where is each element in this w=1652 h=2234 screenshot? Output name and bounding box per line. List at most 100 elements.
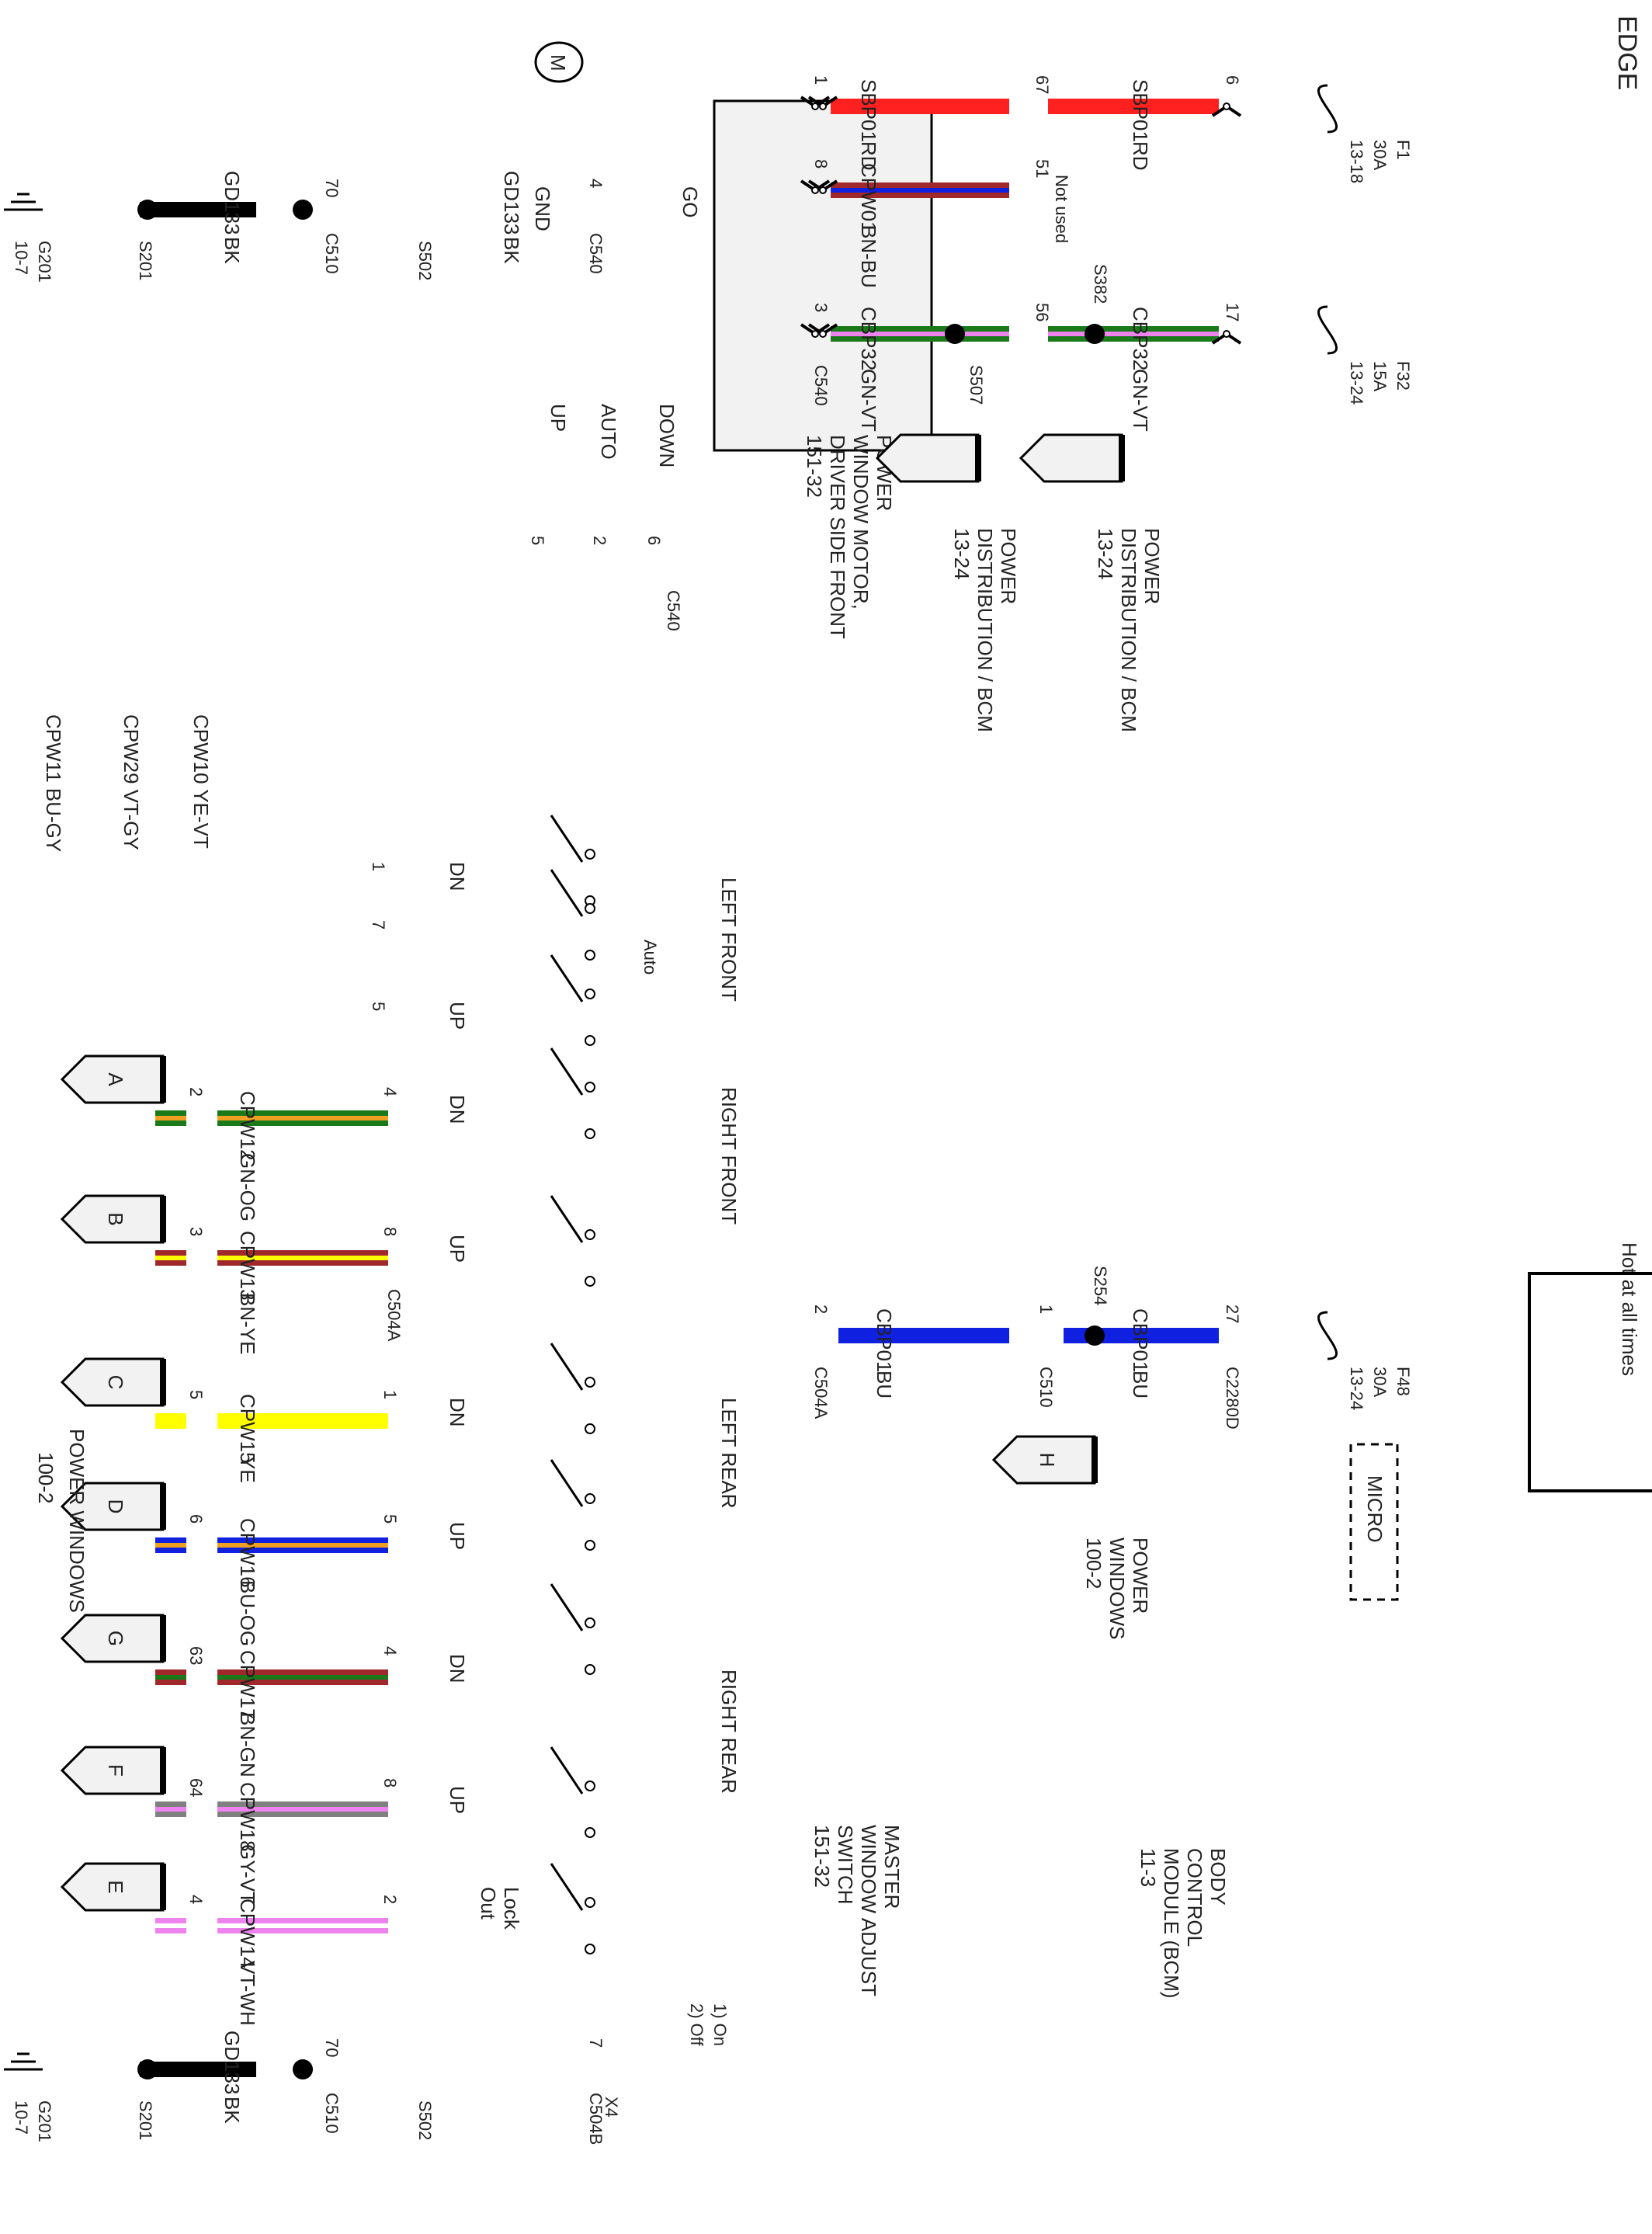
fuse-label: 13-24 xyxy=(1347,361,1366,405)
switch-icon xyxy=(585,1035,595,1046)
master-switch-name: SWITCH xyxy=(834,1825,857,1905)
wire-stub-stripe xyxy=(155,1807,186,1812)
switch-function-label: UP xyxy=(446,1522,469,1550)
circuit-label: CPW01 xyxy=(857,163,880,233)
circuit-label: CPW14 xyxy=(236,1899,259,1968)
switch-icon xyxy=(585,1128,595,1139)
fuse-label: F1 xyxy=(1393,140,1413,160)
fuse-label: 13-24 xyxy=(1347,1367,1366,1410)
bcm-name: BODY xyxy=(1206,1848,1230,1906)
fuse-icon xyxy=(1317,305,1338,355)
fuse-label: F32 xyxy=(1393,361,1413,391)
pin-label: 5 xyxy=(369,1002,388,1011)
switch-icon xyxy=(585,1540,595,1551)
circuit-label: GD133 xyxy=(220,2031,244,2094)
connector-label: C540 xyxy=(811,365,831,406)
switch-icon xyxy=(550,1746,584,1794)
motor-pin-up: UP xyxy=(547,404,570,432)
pin-label: 63 xyxy=(186,1646,206,1665)
pin-label: 70 xyxy=(322,2038,342,2057)
page-title: EDGE xyxy=(1612,16,1642,90)
wire-CPW16-stripe xyxy=(217,1543,388,1548)
bcm-name: CONTROL xyxy=(1183,1848,1206,1947)
connector-label: C504A xyxy=(811,1367,831,1419)
circuit-label: CPW29 VT-GY xyxy=(120,714,143,850)
splice-label: S507 xyxy=(967,365,986,405)
switch-function-label: DN xyxy=(446,862,469,891)
fuse-label: 15A xyxy=(1370,361,1390,391)
on-off-label: 2) Off xyxy=(687,2003,706,2047)
switch-function-label: DN xyxy=(446,1095,469,1124)
pin-label: 27 xyxy=(1223,1305,1242,1323)
switch-icon xyxy=(585,1377,595,1388)
wire-CPW15 xyxy=(217,1413,388,1429)
pin-label: 8 xyxy=(380,1778,400,1788)
on-off-label: 1) On xyxy=(710,2003,730,2046)
switch-icon xyxy=(550,954,584,1002)
reference-tag-label: 100-2 xyxy=(1082,1537,1105,1590)
master-switch-name: WINDOW ADJUST xyxy=(857,1825,880,1996)
pin-label: 8 xyxy=(380,1227,400,1236)
motor-pin-gnd: GND xyxy=(531,186,554,231)
motor-name: WINDOW MOTOR, xyxy=(849,435,873,610)
wire-CPW01-stripe xyxy=(831,188,1009,193)
switch-function-label: DN xyxy=(446,1654,469,1683)
switch-icon xyxy=(585,1897,595,1908)
pin-label: 4 xyxy=(380,1087,400,1096)
pin-label: 5 xyxy=(186,1390,206,1399)
ground-label: G201 xyxy=(35,241,54,283)
wire-stub xyxy=(155,1413,186,1429)
pin-label: 67 xyxy=(1032,75,1052,94)
power-distribution-tag xyxy=(1019,433,1123,483)
wire-color-label: BK xyxy=(500,237,523,264)
pin-label: 2 xyxy=(811,1305,831,1314)
pin-label: 56 xyxy=(1032,303,1052,321)
ground-label: 10-7 xyxy=(12,241,31,275)
wire-color-label: BK xyxy=(220,237,244,264)
auto-label: Auto xyxy=(640,940,660,975)
connector-label: C540 xyxy=(664,590,683,631)
connector-label: C504A xyxy=(384,1289,404,1342)
switch-section-label: LEFT REAR xyxy=(717,1398,741,1509)
circuit-label: CPW12 xyxy=(236,1091,259,1161)
wire-stub-stripe xyxy=(155,1675,186,1680)
circuit-label: GD133 xyxy=(500,171,523,235)
circuit-label: CPW10 YE-VT xyxy=(189,714,213,849)
circuit-label: SBP01 xyxy=(857,79,880,142)
wire-CPW17-stripe xyxy=(217,1675,388,1680)
ground-wire xyxy=(140,202,256,217)
switch-function-label: UP xyxy=(446,1002,469,1030)
connector-label: C504B xyxy=(586,2093,606,2145)
connector-pin-icon xyxy=(1223,330,1230,338)
switch-icon xyxy=(550,1863,584,1911)
connector-pin-icon xyxy=(811,102,819,110)
wire-color-label: BU-OG xyxy=(236,1580,259,1646)
switch-icon xyxy=(585,988,595,999)
pin-label: 1 xyxy=(811,75,831,85)
not-used-label: Not used xyxy=(1052,175,1071,243)
connector-label: C510 xyxy=(1036,1367,1056,1408)
wire-CPW14-stripe xyxy=(217,1923,388,1928)
circuit-label: CPW16 xyxy=(236,1518,259,1588)
master-switch-name: 151-32 xyxy=(810,1825,834,1888)
wire-color-label: BN-YE xyxy=(236,1293,259,1354)
pin-label: 3 xyxy=(186,1227,206,1236)
power-distribution-label: 13-24 xyxy=(1094,528,1117,580)
reference-tag-letter: C xyxy=(104,1375,127,1390)
switch-icon xyxy=(585,1493,595,1504)
wire-SBP01 xyxy=(1048,99,1219,114)
switch-icon xyxy=(550,815,584,863)
circuit-label: CPW18 xyxy=(236,1782,259,1852)
wire-stub-stripe xyxy=(155,1116,186,1120)
pin-label: 7 xyxy=(369,920,388,929)
ground-label: G201 xyxy=(35,2100,54,2142)
wire-CBP01 xyxy=(838,1328,1009,1343)
switch-icon xyxy=(585,849,595,860)
pin-label: 6 xyxy=(644,536,664,545)
switch-icon xyxy=(585,1781,595,1791)
switch-icon xyxy=(550,1048,584,1096)
power-windows-group-label: POWER WINDOWS xyxy=(65,1429,88,1613)
micro-label: MICRO xyxy=(1363,1475,1386,1543)
